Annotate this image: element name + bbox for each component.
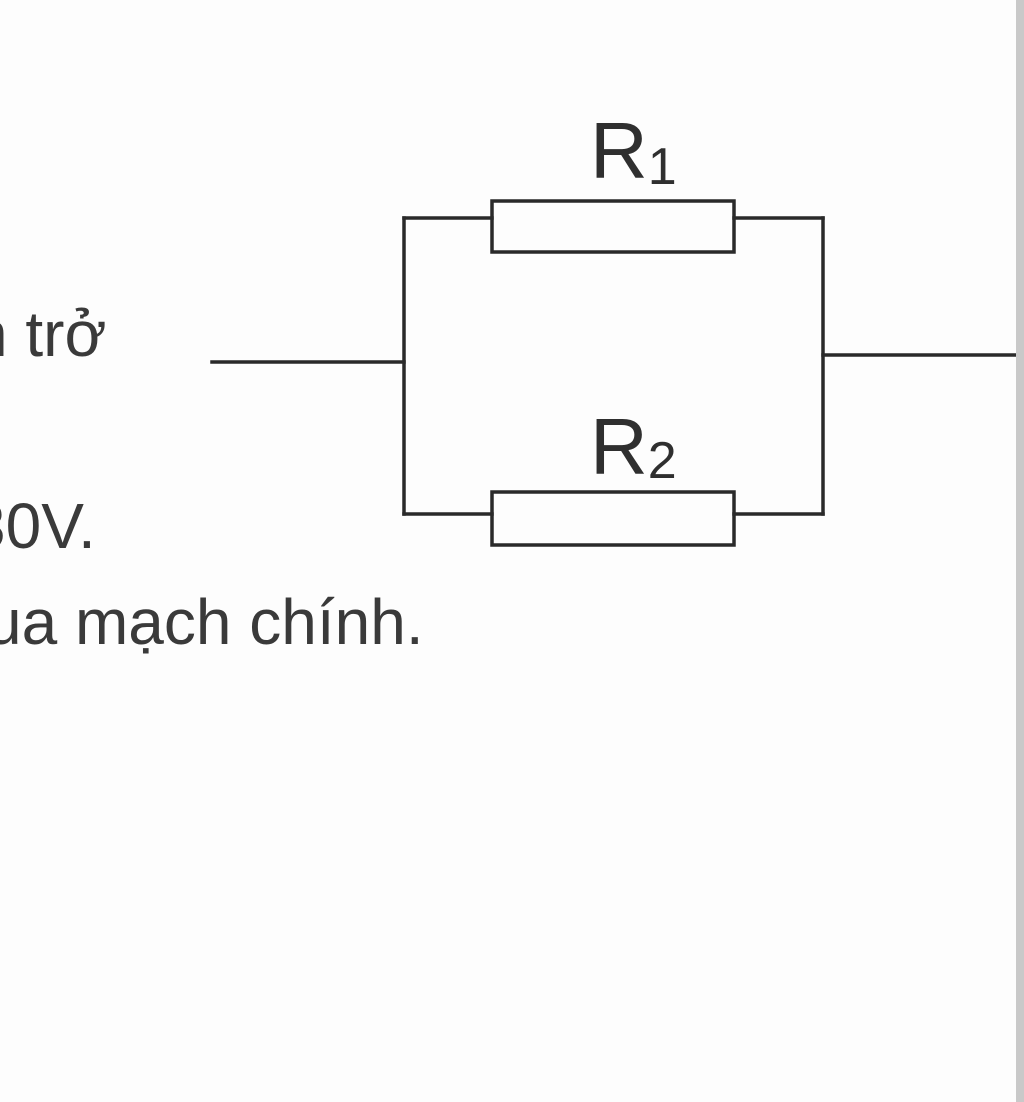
r2-label-index: 2 [648,432,677,490]
resistor-r1 [490,199,736,254]
r2-label-letter: R [590,402,648,491]
r2-label: R2 [590,402,677,491]
r1-label: R1 [590,106,677,196]
r1-label-letter: R [590,106,648,195]
resistor-r2 [490,490,736,547]
text-line-3: ua mạch chính. [0,586,424,658]
text-line-1: n trở [0,298,107,370]
r1-label-index: 1 [648,138,677,196]
text-line-2: 30V. [0,490,96,562]
page-right-border [1016,0,1024,1102]
